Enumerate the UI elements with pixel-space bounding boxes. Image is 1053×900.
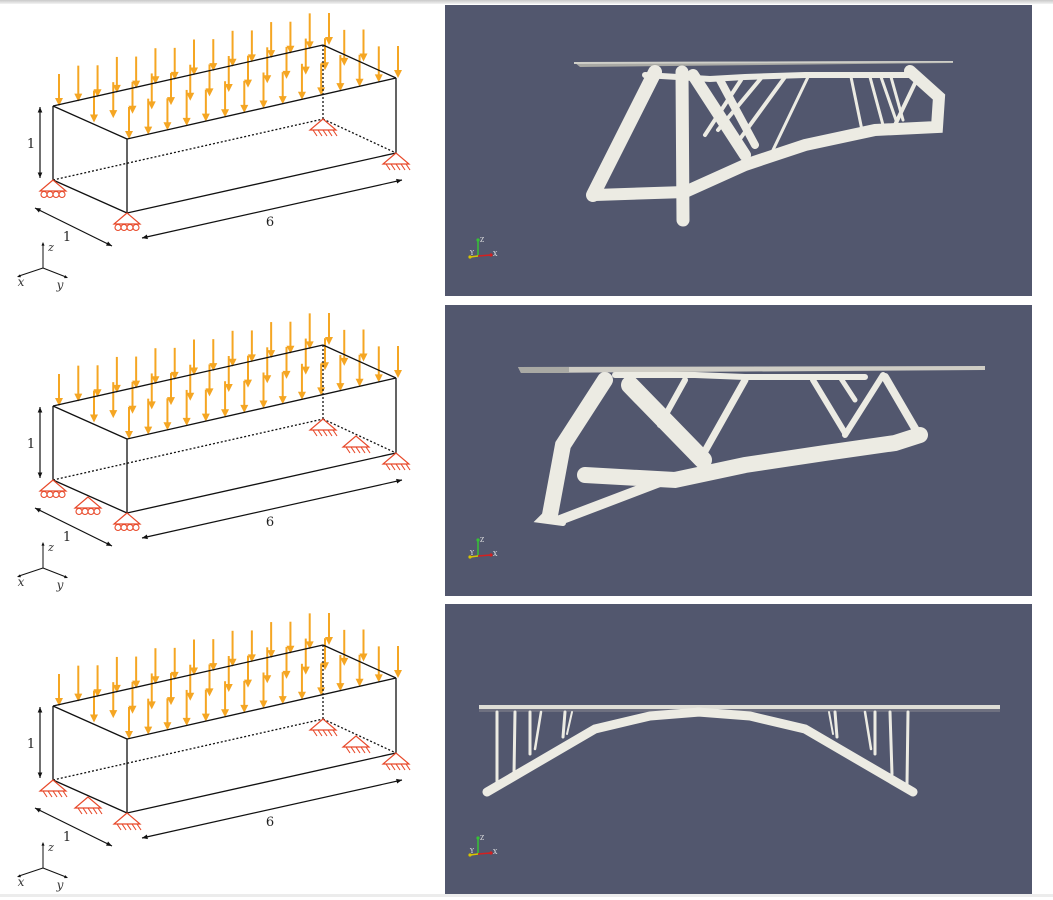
orientation-gizmo-icon: Z X Y: [468, 537, 498, 559]
x-axis-label: x: [18, 275, 25, 289]
pinned-support-icon: [308, 118, 338, 137]
orientation-gizmo-icon: Z X Y: [468, 835, 498, 857]
length-dimension: [141, 478, 403, 540]
width-dimension: [34, 807, 113, 847]
width-label: 1: [63, 230, 71, 245]
pinned-support-icon: [381, 452, 411, 471]
svg-text:Y: Y: [469, 250, 475, 257]
z-axis-label: z: [47, 541, 54, 554]
optimized-structure-render: [479, 705, 1000, 797]
distributed-load-arrows: [55, 613, 402, 739]
distributed-load-arrows: [55, 313, 402, 439]
pinned-support-icon: [381, 752, 411, 771]
roller-support-icon: [73, 496, 103, 516]
height-label: 1: [27, 437, 35, 452]
y-axis-label: y: [56, 578, 64, 592]
pinned-support-icon: [308, 418, 338, 437]
figure-row-1: 1 1 6 z x y: [0, 0, 1053, 300]
pinned-support-icon: [73, 796, 103, 815]
optimized-structure-render: [574, 61, 953, 227]
top-border: [0, 0, 1053, 4]
render-panel-2: Z X Y: [445, 305, 1032, 596]
height-dimension: [37, 107, 43, 178]
length-dimension: [141, 778, 403, 840]
render-panel-1: Z X Y: [445, 5, 1032, 296]
orientation-gizmo-icon: Z X Y: [468, 237, 498, 259]
svg-text:Z: Z: [480, 835, 484, 842]
length-label: 6: [266, 815, 274, 830]
roller-support-icon: [38, 179, 68, 199]
roller-support-icon: [112, 212, 142, 232]
pinned-support-icon: [341, 435, 371, 454]
svg-text:X: X: [493, 251, 498, 258]
z-axis-label: z: [47, 841, 54, 854]
length-dimension: [141, 178, 403, 240]
axis-triad-icon: z x y: [17, 841, 68, 892]
width-label: 1: [63, 530, 71, 545]
pinned-support-icon: [381, 152, 411, 171]
optimized-structure-render: [518, 366, 985, 526]
svg-text:X: X: [493, 849, 498, 856]
schematic-diagram-1: 1 1 6 z x y: [17, 13, 411, 292]
svg-text:Y: Y: [469, 848, 475, 855]
pinned-support-icon: [308, 718, 338, 737]
distributed-load-arrows: [55, 13, 402, 139]
design-domain-box: [52, 44, 397, 214]
width-dimension: [34, 207, 113, 247]
schematic-diagram-2: 1 1 6 z x y: [17, 313, 411, 592]
svg-text:Z: Z: [480, 237, 484, 244]
design-domain-box: [52, 344, 397, 514]
length-label: 6: [266, 515, 274, 530]
width-label: 1: [63, 830, 71, 845]
x-axis-label: x: [18, 575, 25, 589]
y-axis-label: y: [56, 278, 64, 292]
height-label: 1: [27, 137, 35, 152]
width-dimension: [34, 507, 113, 547]
pinned-support-icon: [112, 812, 142, 831]
y-axis-label: y: [56, 878, 64, 892]
figure-row-3: 1 1 6 z x y: [0, 600, 1053, 900]
pinned-support-icon: [38, 779, 68, 798]
z-axis-label: z: [47, 241, 54, 254]
axis-triad-icon: z x y: [17, 241, 68, 292]
design-domain-box: [52, 644, 397, 814]
pinned-support-icon: [341, 735, 371, 754]
bottom-border: [0, 894, 1053, 897]
x-axis-label: x: [18, 875, 25, 889]
roller-support-icon: [112, 512, 142, 532]
svg-text:X: X: [493, 551, 498, 558]
length-label: 6: [266, 215, 274, 230]
figure-row-2: 1 1 6 z x y: [0, 300, 1053, 600]
render-panel-3: Z X Y: [445, 604, 1032, 894]
height-label: 1: [27, 737, 35, 752]
svg-text:Z: Z: [480, 537, 484, 544]
svg-text:Y: Y: [469, 550, 475, 557]
height-dimension: [37, 407, 43, 478]
axis-triad-icon: z x y: [17, 541, 68, 592]
height-dimension: [37, 707, 43, 778]
schematic-diagram-3: 1 1 6 z x y: [17, 613, 411, 892]
roller-support-icon: [38, 479, 68, 499]
